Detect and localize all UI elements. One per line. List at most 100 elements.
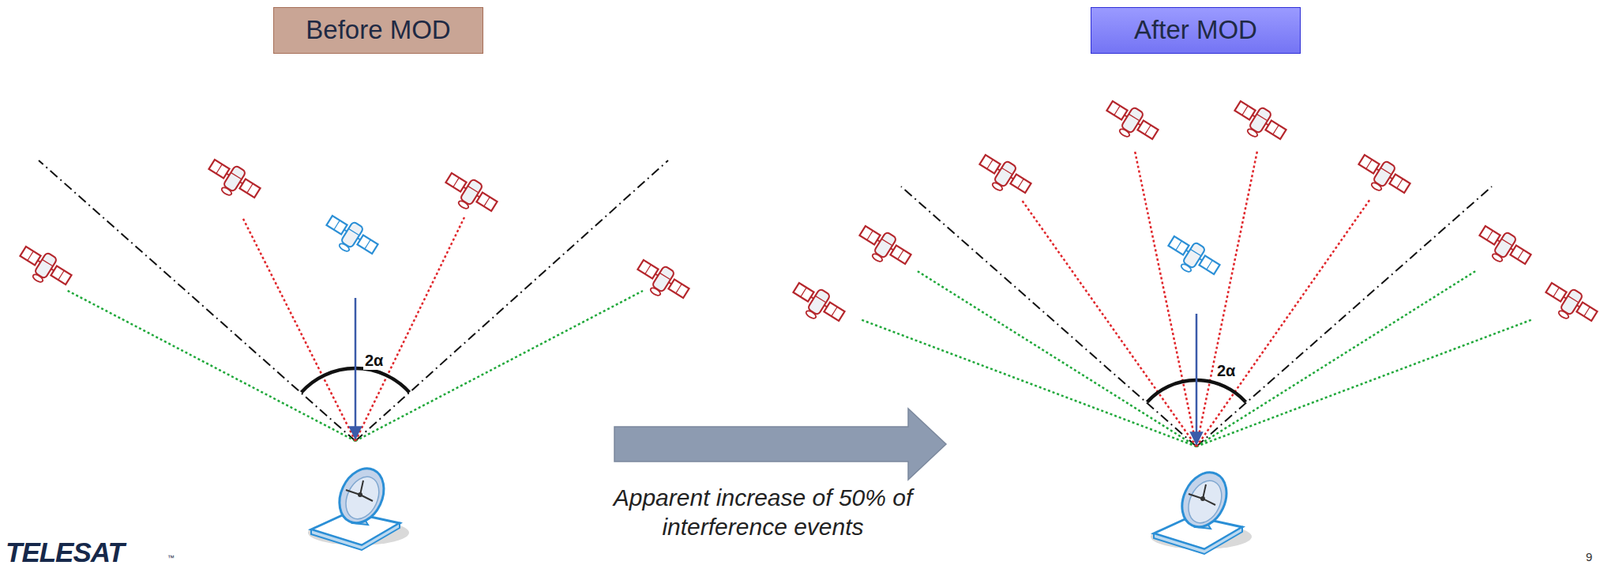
satellite-antenna [1118, 127, 1131, 138]
solar-panel [1389, 173, 1410, 193]
box-title: After MOD [1134, 15, 1258, 46]
boresight-limit-line [38, 160, 356, 441]
panel-line [1206, 259, 1213, 270]
boresight-limit-line [901, 186, 1197, 447]
panel-line [1175, 240, 1182, 251]
antenna-feed [345, 480, 373, 501]
solar-panel [1545, 282, 1567, 302]
box-title: Before MOD [305, 15, 451, 46]
panel-line [1273, 124, 1279, 135]
solar-panel [1168, 236, 1189, 256]
solar-panel [890, 244, 911, 264]
solar-panel [445, 172, 466, 192]
ground-antenna [1150, 465, 1252, 554]
clear-link-line [916, 270, 1197, 447]
satellite-icon [1161, 230, 1224, 285]
interference-line [1196, 199, 1371, 447]
solar-panel [1576, 301, 1597, 321]
solar-panel [326, 215, 347, 235]
solar-panel [1479, 225, 1500, 245]
body-line [1190, 248, 1202, 256]
panel-line [247, 183, 253, 193]
body-line [659, 272, 671, 279]
panel-line [1114, 105, 1120, 116]
antenna-dish [1173, 465, 1236, 534]
panel-line [1553, 287, 1559, 297]
panel-line [27, 251, 34, 261]
boresight-limit-line [355, 160, 669, 441]
company-logo: TELESAT [5, 536, 124, 568]
satellite-antenna [220, 185, 233, 196]
title-box: Before MOD [273, 7, 484, 54]
interference-line [1021, 199, 1197, 447]
page-number: 9 [1585, 549, 1593, 564]
satellite-icon [972, 149, 1035, 203]
satellite-antenna [804, 308, 818, 320]
solar-panel [239, 178, 260, 198]
title-box: After MOD [1090, 7, 1301, 54]
antenna-feedhorn [357, 492, 363, 497]
boresight-limit-line [1196, 186, 1492, 447]
satellite-antenna [871, 251, 884, 263]
trademark-sign: ™ [167, 553, 175, 562]
satellite-icon [1472, 220, 1535, 275]
scene-before [13, 153, 693, 550]
satellite-antenna [1491, 251, 1504, 263]
satellite-antenna [991, 180, 1004, 192]
solar-panel [792, 282, 814, 302]
solar-panel [1234, 101, 1255, 121]
panel-line [897, 249, 904, 260]
satellite-icon [13, 240, 76, 295]
panel-line [58, 270, 64, 280]
satellite-icon [202, 153, 264, 208]
solar-panel [1265, 120, 1286, 139]
satellite-icon [1539, 277, 1600, 331]
solar-panel [1137, 120, 1158, 139]
clear-link-line [66, 289, 356, 441]
solar-panel [859, 225, 880, 245]
solar-panel [1358, 154, 1379, 174]
solar-panel [19, 246, 41, 266]
panel-line [831, 306, 838, 316]
body-line [881, 238, 893, 245]
interference-line [355, 217, 465, 441]
satellite-antenna [31, 272, 45, 283]
panel-line [1145, 124, 1151, 135]
panel-line [334, 220, 340, 230]
solar-panel [50, 265, 72, 285]
panel-line [453, 177, 459, 188]
solar-panel [476, 191, 497, 211]
satellite-antenna [1246, 127, 1259, 138]
body-line [1380, 167, 1392, 174]
solar-panel [668, 278, 689, 298]
angle-label: 2α [1215, 361, 1237, 380]
boresight-arrow [1195, 313, 1199, 444]
angle-label: 2α [363, 351, 385, 370]
body-line [1128, 113, 1140, 121]
interference-line [242, 217, 356, 441]
ground-antenna [307, 461, 410, 550]
satellite-antenna [1370, 180, 1383, 192]
satellite-icon [319, 210, 382, 264]
antenna-dish-inner [1182, 475, 1229, 529]
panel-line [800, 287, 807, 297]
antenna-feed [1188, 484, 1216, 505]
solar-panel [1106, 101, 1127, 121]
panel-line [645, 264, 651, 275]
solar-panel [1010, 173, 1031, 193]
satellite-icon [852, 220, 915, 275]
panel-line [867, 230, 873, 241]
panel-line [987, 159, 993, 170]
panel-line [484, 196, 490, 207]
satellite-icon [786, 277, 849, 331]
satellite-icon [439, 167, 501, 222]
antenna-base-side [311, 522, 400, 550]
solar-panel [1198, 255, 1220, 275]
satellite-antenna [649, 285, 662, 297]
panel-line [364, 239, 371, 249]
body-line [467, 185, 479, 192]
satellite-icon [1228, 95, 1290, 150]
interference-line [1134, 150, 1197, 447]
